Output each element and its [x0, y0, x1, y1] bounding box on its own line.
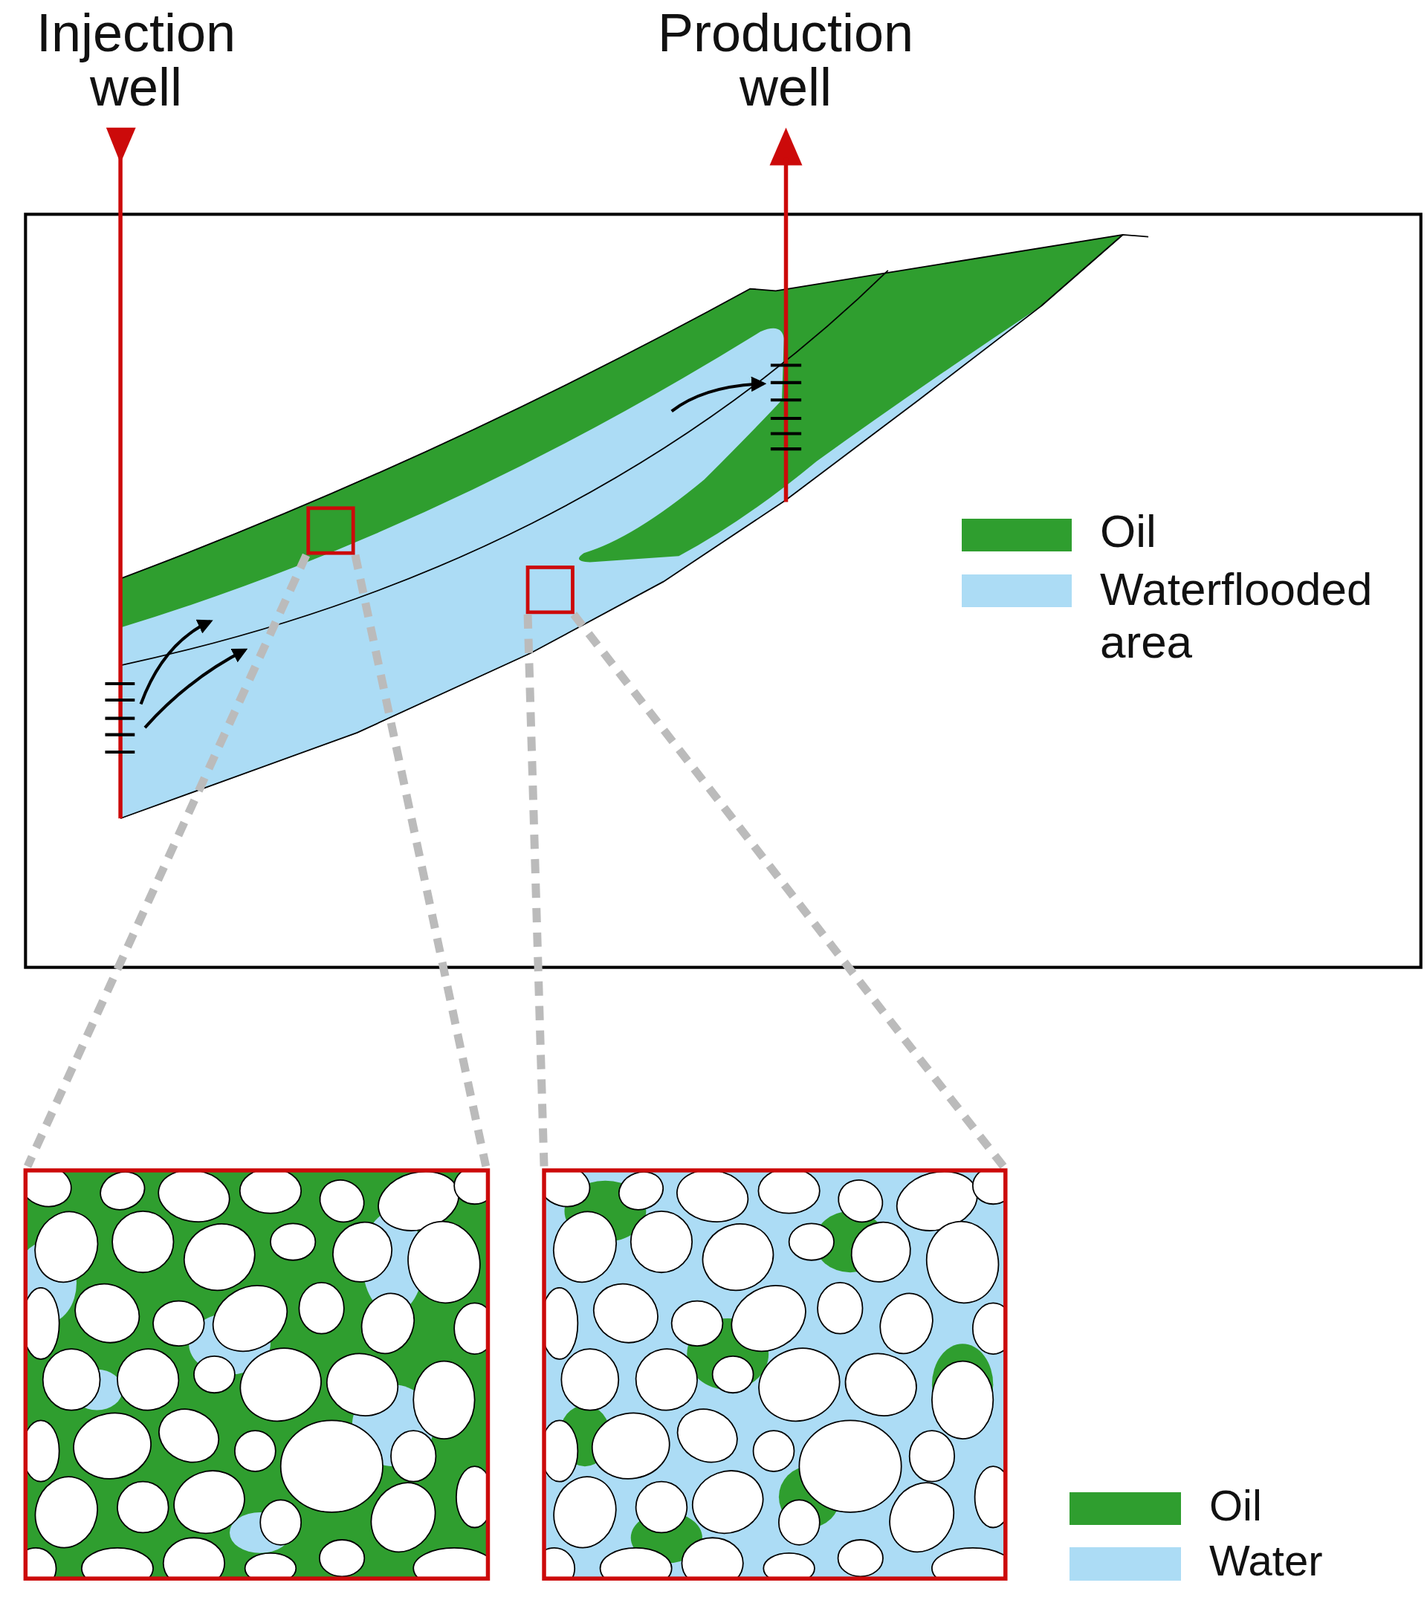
legend-text: Waterflooded area	[1099, 563, 1413, 669]
well-label: Production well	[577, 5, 994, 116]
legend-text: Oil	[1099, 505, 1413, 559]
legend-swatch	[961, 518, 1072, 552]
legend-swatch	[1069, 1547, 1181, 1581]
legend-swatch	[1069, 1492, 1181, 1526]
legend-text: Water	[1209, 1536, 1418, 1586]
legend-swatch	[961, 574, 1072, 608]
legend-text: Oil	[1209, 1481, 1418, 1531]
well-label: Injection well	[0, 5, 307, 116]
